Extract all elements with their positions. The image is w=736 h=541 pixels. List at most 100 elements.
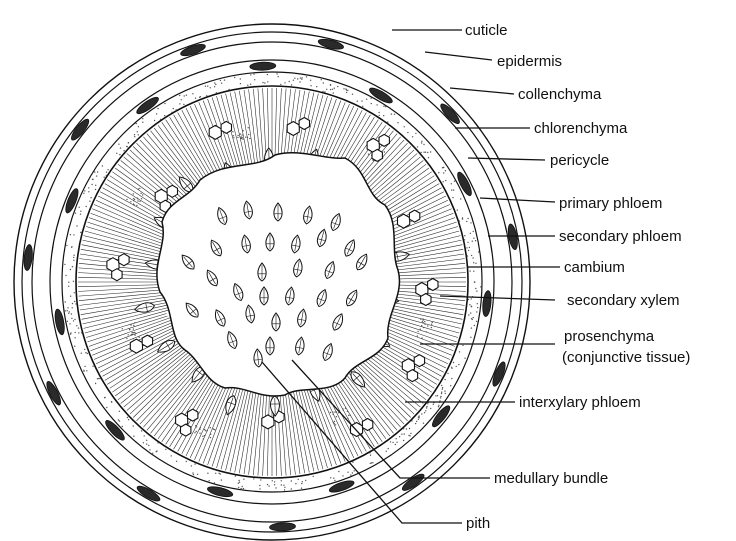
stipple-dot (210, 87, 211, 88)
stipple-dot (81, 332, 82, 333)
xylem-ray-line (124, 353, 189, 408)
stipple-dot (473, 238, 474, 239)
stipple-dot (253, 73, 254, 74)
stipple-dot (478, 251, 479, 252)
stipple-dot (421, 141, 422, 142)
stipple-dot (137, 200, 138, 201)
stipple-dot (464, 358, 465, 359)
stipple-dot (74, 337, 75, 338)
stipple-dot (122, 328, 123, 329)
stipple-dot (357, 101, 358, 102)
stipple-dot (130, 201, 131, 202)
stipple-dot (274, 484, 275, 485)
stipple-dot (72, 303, 73, 304)
stipple-dot (119, 411, 120, 412)
stipple-dot (459, 220, 460, 221)
stipple-dot (417, 146, 418, 147)
stipple-dot (65, 275, 66, 276)
stipple-dot (334, 423, 335, 424)
stipple-dot (332, 89, 333, 90)
vessel-cell (221, 121, 231, 133)
stipple-dot (468, 250, 469, 251)
stipple-dot (238, 483, 239, 484)
stipple-dot (232, 131, 233, 132)
stipple-dot (330, 477, 331, 478)
stipple-dot (146, 443, 147, 444)
stipple-dot (293, 80, 294, 81)
stipple-dot (89, 201, 90, 202)
stipple-dot (474, 281, 475, 282)
stipple-dot (206, 95, 207, 96)
stipple-dot (224, 79, 225, 80)
stipple-dot (370, 455, 371, 456)
stipple-dot (424, 321, 425, 322)
stipple-dot (133, 332, 134, 333)
stipple-dot (417, 335, 418, 336)
stipple-dot (136, 123, 137, 124)
margin-bundle (348, 369, 368, 390)
stipple-dot (284, 487, 285, 488)
stipple-dot (395, 444, 396, 445)
stipple-dot (138, 188, 139, 189)
stipple-dot (428, 157, 429, 158)
stipple-dot (207, 473, 208, 474)
stipple-dot (299, 81, 300, 82)
stipple-dot (70, 296, 71, 297)
vessel-cell (112, 269, 122, 281)
stipple-dot (441, 393, 442, 394)
xylem-ray-line (80, 297, 172, 310)
stipple-dot (350, 474, 351, 475)
stipple-dot (346, 89, 347, 90)
stipple-dot (301, 488, 302, 489)
stipple-dot (69, 311, 70, 312)
stipple-dot (423, 152, 424, 153)
stipple-dot (192, 93, 193, 94)
stipple-dot (443, 181, 444, 182)
stipple-dot (330, 89, 331, 90)
label-secondary-xylem: secondary xylem (567, 292, 680, 309)
stipple-dot (334, 411, 335, 412)
stipple-dot (228, 89, 229, 90)
stipple-dot (253, 478, 254, 479)
vessel-cell (262, 415, 274, 429)
stipple-dot (81, 353, 82, 354)
stipple-dot (272, 480, 273, 481)
stipple-dot (215, 84, 216, 85)
xylem-ray-line (130, 354, 195, 414)
stipple-dot (70, 234, 71, 235)
stipple-dot (243, 488, 244, 489)
vessel-cell (409, 210, 419, 222)
stipple-dot (326, 89, 327, 90)
stipple-dot (421, 337, 422, 338)
stipple-dot (164, 103, 165, 104)
stipple-dot (196, 426, 197, 427)
stipple-dot (80, 211, 81, 212)
stipple-dot (291, 488, 292, 489)
stipple-dot (444, 379, 445, 380)
vessel-cell (142, 335, 152, 347)
stipple-dot (214, 86, 215, 87)
stipple-dot (368, 154, 369, 155)
stipple-dot (133, 200, 134, 201)
stipple-dot (64, 264, 65, 265)
stipple-dot (418, 419, 419, 420)
stipple-dot (102, 165, 103, 166)
stipple-dot (477, 307, 478, 308)
stipple-dot (426, 406, 427, 407)
stipple-dot (134, 334, 135, 335)
stipple-dot (90, 197, 91, 198)
stipple-dot (186, 461, 187, 462)
stipple-dot (143, 442, 144, 443)
stipple-dot (194, 432, 195, 433)
stipple-dot (476, 321, 477, 322)
stipple-dot (138, 134, 139, 135)
stipple-dot (67, 310, 68, 311)
stipple-dot (336, 411, 337, 412)
stipple-dot (420, 319, 421, 320)
stipple-dot (342, 475, 343, 476)
label-secondary-phloem: secondary phloem (559, 228, 682, 245)
stipple-dot (406, 428, 407, 429)
stipple-dot (207, 85, 208, 86)
xylem-ray-line (235, 92, 251, 175)
